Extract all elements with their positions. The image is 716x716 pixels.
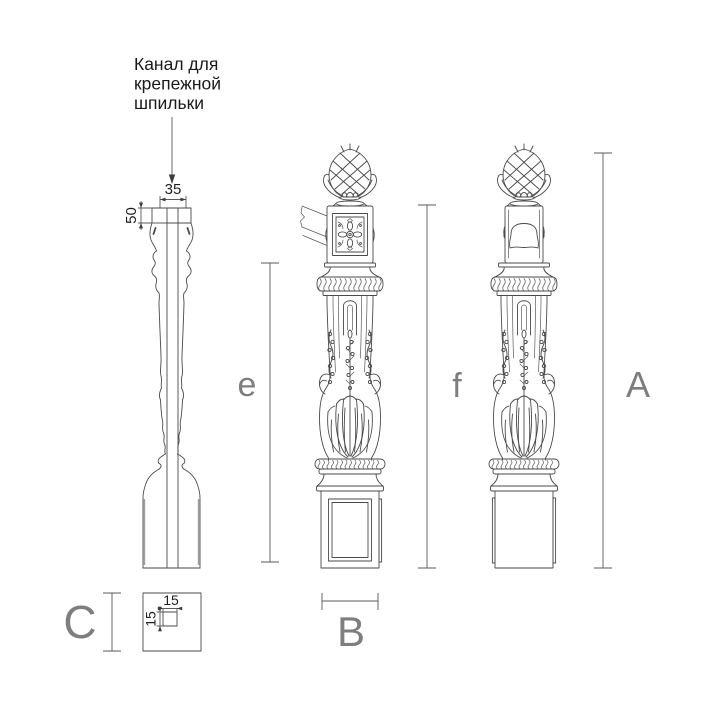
channel-section-square xyxy=(162,611,178,627)
leader-arrow xyxy=(168,117,176,184)
dim-15-width-value: 15 xyxy=(163,592,179,608)
dim-f: f xyxy=(418,204,462,569)
newel-front-view xyxy=(300,144,386,569)
label-b: B xyxy=(337,608,365,655)
dim-15-width: 15 xyxy=(157,592,183,612)
handrail-profile-cutout xyxy=(509,223,539,249)
newel-side-view xyxy=(489,144,559,569)
annotation-line-1: Канал для xyxy=(134,54,218,74)
annotation-line-3: шпильки xyxy=(134,93,204,113)
dim-15-height: 15 xyxy=(143,606,163,632)
annotation-pin-channel: Канал для крепежной шпильки xyxy=(134,54,221,184)
dim-e: e xyxy=(238,262,279,563)
profile-section-view xyxy=(142,207,201,569)
label-c: C xyxy=(63,596,96,648)
dim-50-value: 50 xyxy=(123,207,140,224)
dim-50: 50 xyxy=(123,201,166,230)
dim-35: 35 xyxy=(159,181,187,208)
section-c-view: C 15 15 xyxy=(63,592,202,652)
rosette-carving xyxy=(337,218,363,251)
base-section-square xyxy=(142,592,202,652)
handrail-break-lines xyxy=(300,205,328,246)
profile-channel-lines xyxy=(166,207,179,569)
front-cube-block xyxy=(325,205,375,264)
dim-15-height-value: 15 xyxy=(143,611,159,627)
side-pedestal xyxy=(491,490,557,569)
annotation-line-2: крепежной xyxy=(134,74,221,94)
dim-a: A xyxy=(594,152,650,569)
profile-base-edge-left xyxy=(143,499,146,565)
side-cube-block xyxy=(503,205,545,264)
pedestal-face-tab-right xyxy=(552,497,557,564)
dim-c-line xyxy=(103,592,121,652)
pedestal-side-edge xyxy=(378,498,383,563)
label-e: e xyxy=(238,366,257,404)
label-a: A xyxy=(626,364,650,405)
front-pedestal xyxy=(320,490,383,569)
label-f: f xyxy=(452,367,462,405)
dim-35-value: 35 xyxy=(165,181,182,198)
dim-b: B xyxy=(321,593,379,655)
pedestal-face-tab-left xyxy=(491,497,496,564)
profile-base-edge-right xyxy=(197,499,200,565)
profile-top-cap xyxy=(151,207,192,224)
